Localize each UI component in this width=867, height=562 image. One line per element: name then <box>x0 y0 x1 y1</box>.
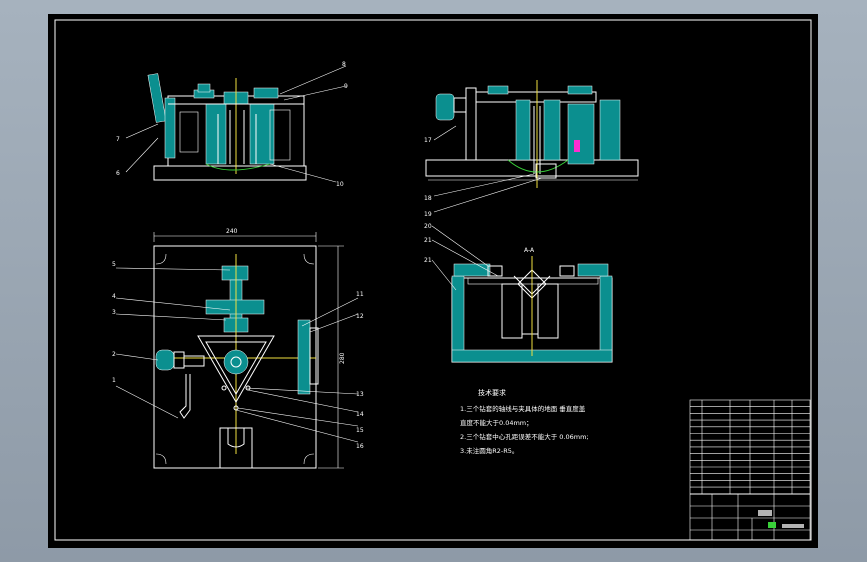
callout-3: 3 <box>112 309 116 316</box>
callout-2: 2 <box>112 351 116 358</box>
callout-12: 12 <box>356 313 364 320</box>
sheet-border <box>54 19 812 541</box>
callout-15: 15 <box>356 427 364 434</box>
side-view <box>425 80 639 188</box>
callout-7: 7 <box>116 136 120 143</box>
side-view-leaders <box>433 125 543 213</box>
marker-block <box>574 140 580 152</box>
callout-9: 9 <box>344 83 348 90</box>
callout-20: 20 <box>424 223 432 230</box>
drawing-sheet: 8 9 7 6 10 17 18 19 20 21 21 5 4 3 2 1 1… <box>48 14 818 548</box>
tech-req-title: 技术要求 <box>478 389 506 397</box>
callout-14: 14 <box>356 411 364 418</box>
callout-16: 16 <box>356 443 364 450</box>
callout-11: 11 <box>356 291 364 298</box>
dim-height: 280 <box>339 352 346 364</box>
callout-4: 4 <box>112 293 116 300</box>
tech-req-line-4: 3.未注圆角R2-R5。 <box>460 447 519 455</box>
plan-view-dims <box>153 232 344 469</box>
drawing-canvas: 8 9 7 6 10 17 18 19 20 21 21 5 4 3 2 1 1… <box>54 19 812 541</box>
callout-1: 1 <box>112 377 116 384</box>
callout-5: 5 <box>112 261 116 268</box>
title-block <box>689 399 811 541</box>
callout-21a: 21 <box>424 237 432 244</box>
callout-10: 10 <box>336 181 344 188</box>
tech-req-line-3: 2.三个钻套中心孔距误差不能大于 0.06mm; <box>460 433 589 441</box>
callout-13: 13 <box>356 391 364 398</box>
front-view-leaders <box>125 65 347 183</box>
plan-view <box>153 245 319 469</box>
dim-width: 240 <box>226 228 238 235</box>
front-view <box>147 73 307 181</box>
callout-18: 18 <box>424 195 432 202</box>
callout-6: 6 <box>116 170 120 177</box>
callout-8: 8 <box>342 61 346 68</box>
callout-21b: 21 <box>424 257 432 264</box>
section-a-a <box>451 256 613 363</box>
callout-19: 19 <box>424 211 432 218</box>
section-leaders <box>431 225 499 291</box>
section-label: A-A <box>524 247 535 254</box>
callout-17: 17 <box>424 137 432 144</box>
callout-labels: 8 9 7 6 10 17 18 19 20 21 21 5 4 3 2 1 1… <box>112 61 535 450</box>
tech-req-line-2: 直度不能大于0.04mm； <box>460 419 533 427</box>
plan-view-leaders <box>115 267 359 443</box>
tech-req-line-1: 1.三个钻套的轴线与夹具体的地面 垂直度盖 <box>460 405 586 413</box>
